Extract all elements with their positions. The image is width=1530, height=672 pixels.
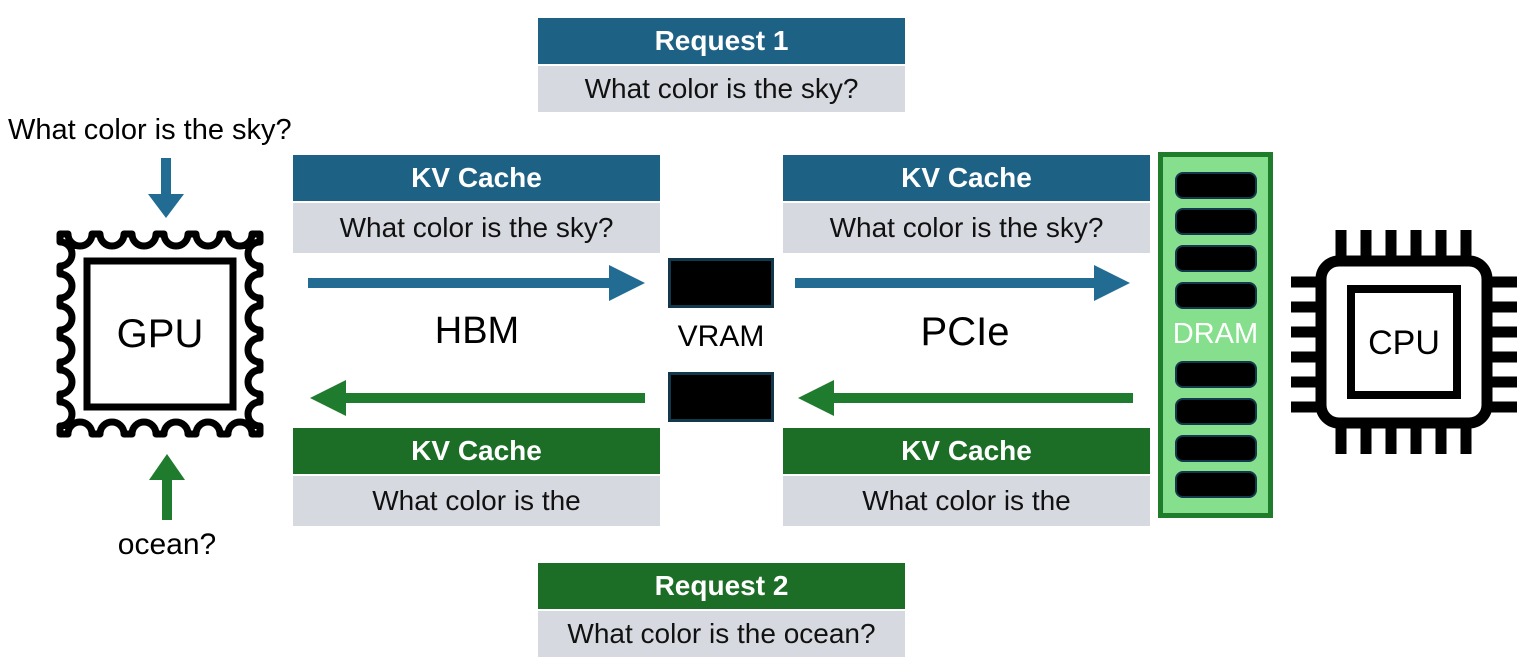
arrow-up-icon [149, 454, 185, 520]
cpu-icon: CPU [1291, 230, 1517, 454]
gpu-icon: GPU [56, 230, 264, 438]
gpu-die-outline [83, 257, 237, 411]
dram-label: DRAM [1172, 318, 1259, 351]
pcie-arrow-left-icon [798, 380, 1133, 416]
dram-slot [1174, 361, 1257, 389]
arrow-down-icon [148, 158, 184, 218]
kv-cache-cpu-bottom-card: KV Cache What color is the [783, 428, 1150, 526]
kv-cache-cpu-bottom-body: What color is the [783, 476, 1150, 526]
dram-icon: DRAM [1158, 152, 1273, 518]
hbm-arrow-right-icon [308, 265, 645, 301]
prompt2-text: ocean? [117, 528, 217, 561]
cpu-label: CPU [1368, 324, 1440, 362]
request2-header: Request 2 [538, 563, 905, 609]
dram-slot [1174, 208, 1257, 236]
gpu-label: GPU [117, 312, 204, 356]
dram-slot [1174, 171, 1257, 199]
pcie-label: PCIe [920, 310, 1010, 354]
prompt1-text: What color is the sky? [8, 114, 292, 146]
kv-cache-gpu-bottom-body: What color is the [293, 476, 660, 526]
dram-slot [1174, 245, 1257, 273]
kv-cache-gpu-bottom-card: KV Cache What color is the [293, 428, 660, 526]
kv-cache-cpu-bottom-header: KV Cache [783, 428, 1150, 474]
vram-label: VRAM [677, 320, 765, 353]
dram-slot [1174, 281, 1257, 309]
hbm-label: HBM [434, 310, 520, 352]
vram-block-bottom [668, 372, 774, 422]
kv-cache-cpu-top-card: KV Cache What color is the sky? [783, 155, 1150, 253]
kv-cache-cpu-top-body: What color is the sky? [783, 203, 1150, 253]
pcie-arrow-right-icon [795, 265, 1130, 301]
kv-cache-gpu-top-body: What color is the sky? [293, 203, 660, 253]
request1-header: Request 1 [538, 18, 905, 64]
dram-slot [1174, 471, 1257, 499]
request1-body: What color is the sky? [538, 66, 905, 112]
kv-cache-cpu-top-header: KV Cache [783, 155, 1150, 201]
kv-cache-gpu-top-card: KV Cache What color is the sky? [293, 155, 660, 253]
kv-cache-gpu-top-header: KV Cache [293, 155, 660, 201]
request2-body: What color is the ocean? [538, 611, 905, 657]
request2-card: Request 2 What color is the ocean? [538, 563, 905, 657]
request1-card: Request 1 What color is the sky? [538, 18, 905, 112]
hbm-arrow-left-icon [310, 380, 645, 416]
kv-cache-gpu-bottom-header: KV Cache [293, 428, 660, 474]
gpu-stamp-border [56, 230, 264, 438]
cpu-die-outline [1347, 285, 1461, 399]
vram-block-top [668, 258, 774, 308]
dram-slot [1174, 434, 1257, 462]
cpu-body-outline [1315, 255, 1493, 429]
dram-slot [1174, 397, 1257, 425]
